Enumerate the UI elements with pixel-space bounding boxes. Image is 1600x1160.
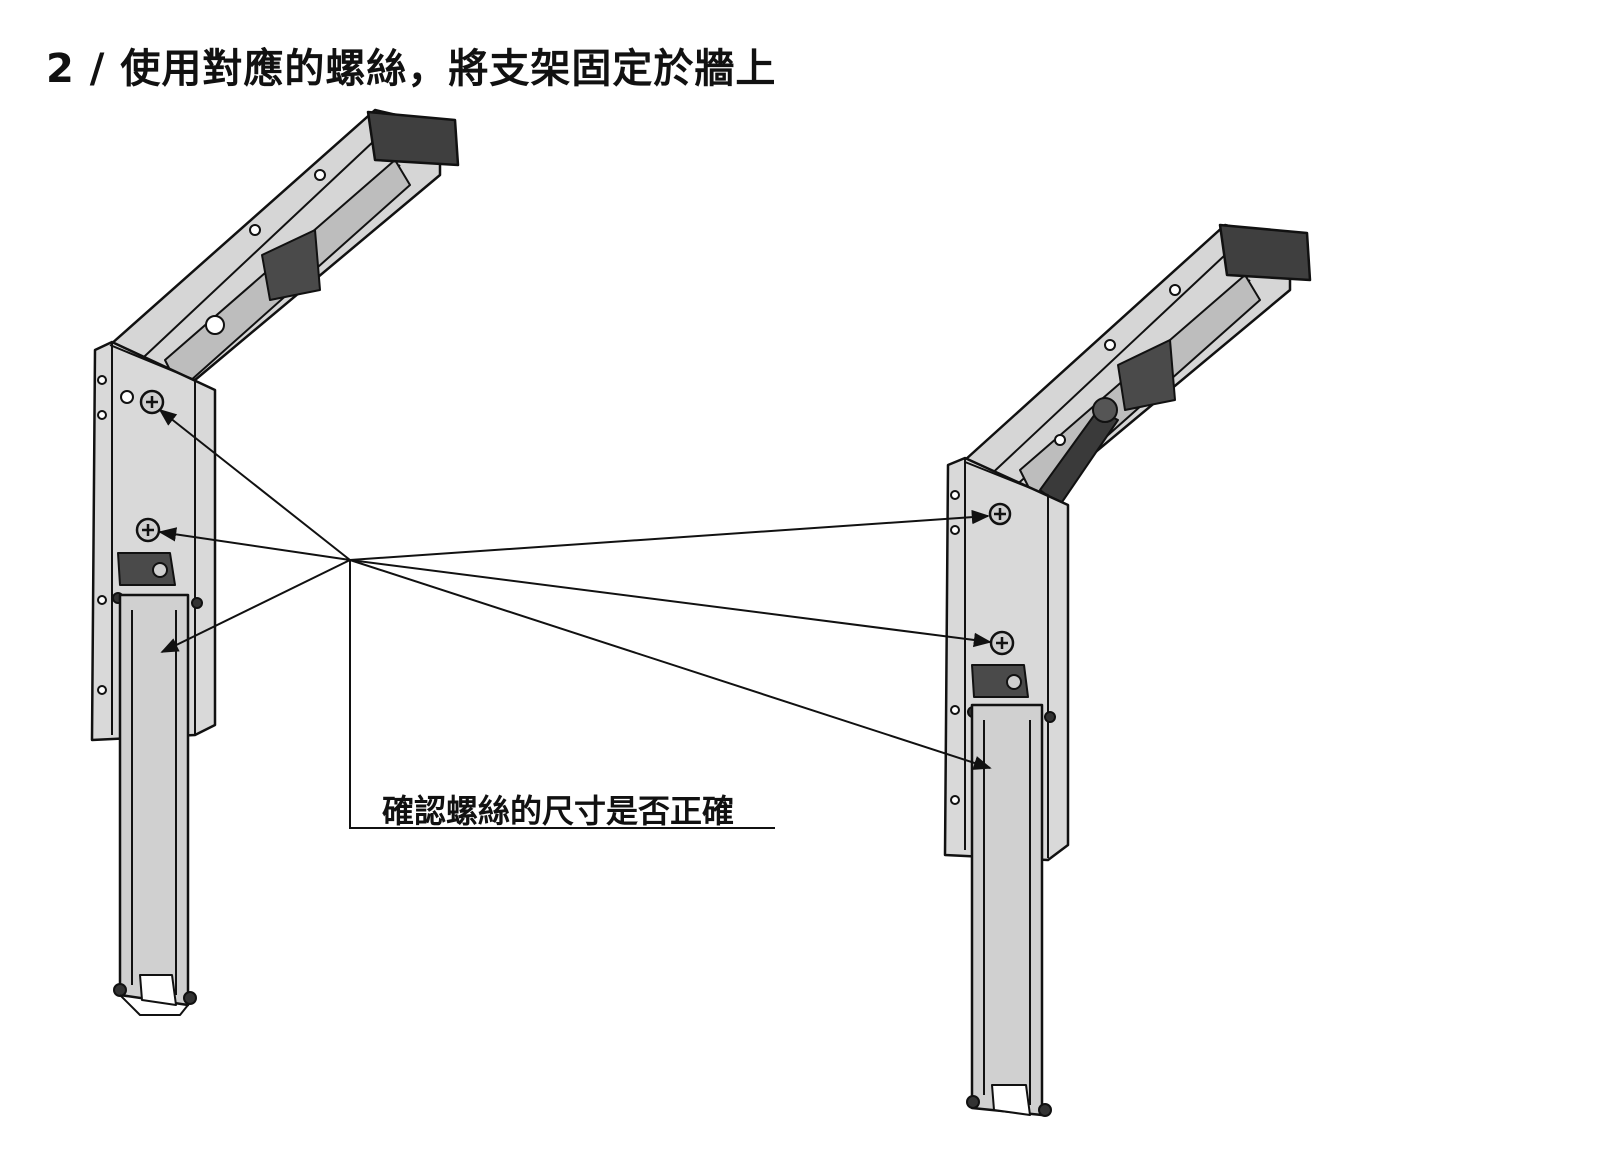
leader-right-top <box>349 509 990 561</box>
right-slider-block <box>1117 339 1176 411</box>
step-separator: / <box>89 46 106 92</box>
leader-left-top <box>158 408 351 561</box>
step-number: 2 <box>46 46 75 92</box>
right-wall-bracket <box>943 223 1312 1117</box>
callout-leader-lines <box>158 408 992 829</box>
left-arm-end-cap <box>366 110 460 167</box>
left-sliding-leg <box>118 593 190 1007</box>
leader-right-bottom <box>349 559 992 770</box>
right-top-screw <box>988 502 1012 526</box>
right-arm-end-cap <box>1218 223 1312 282</box>
leader-left-middle <box>158 527 351 561</box>
callout-bracket-line <box>349 560 775 829</box>
left-slider-block <box>261 229 321 301</box>
left-middle-screw <box>135 517 161 543</box>
step-title-text: 使用對應的螺絲，將支架固定於牆上 <box>120 46 777 92</box>
step-title: 2 / 使用對應的螺絲，將支架固定於牆上 <box>46 36 776 94</box>
left-top-screw <box>139 389 165 415</box>
callout-text: 確認螺絲的尺寸是否正確 <box>382 792 735 830</box>
left-wall-bracket <box>90 108 460 1016</box>
leader-left-bottom <box>160 559 351 653</box>
right-middle-screw <box>989 630 1015 656</box>
leader-right-middle <box>349 559 992 648</box>
